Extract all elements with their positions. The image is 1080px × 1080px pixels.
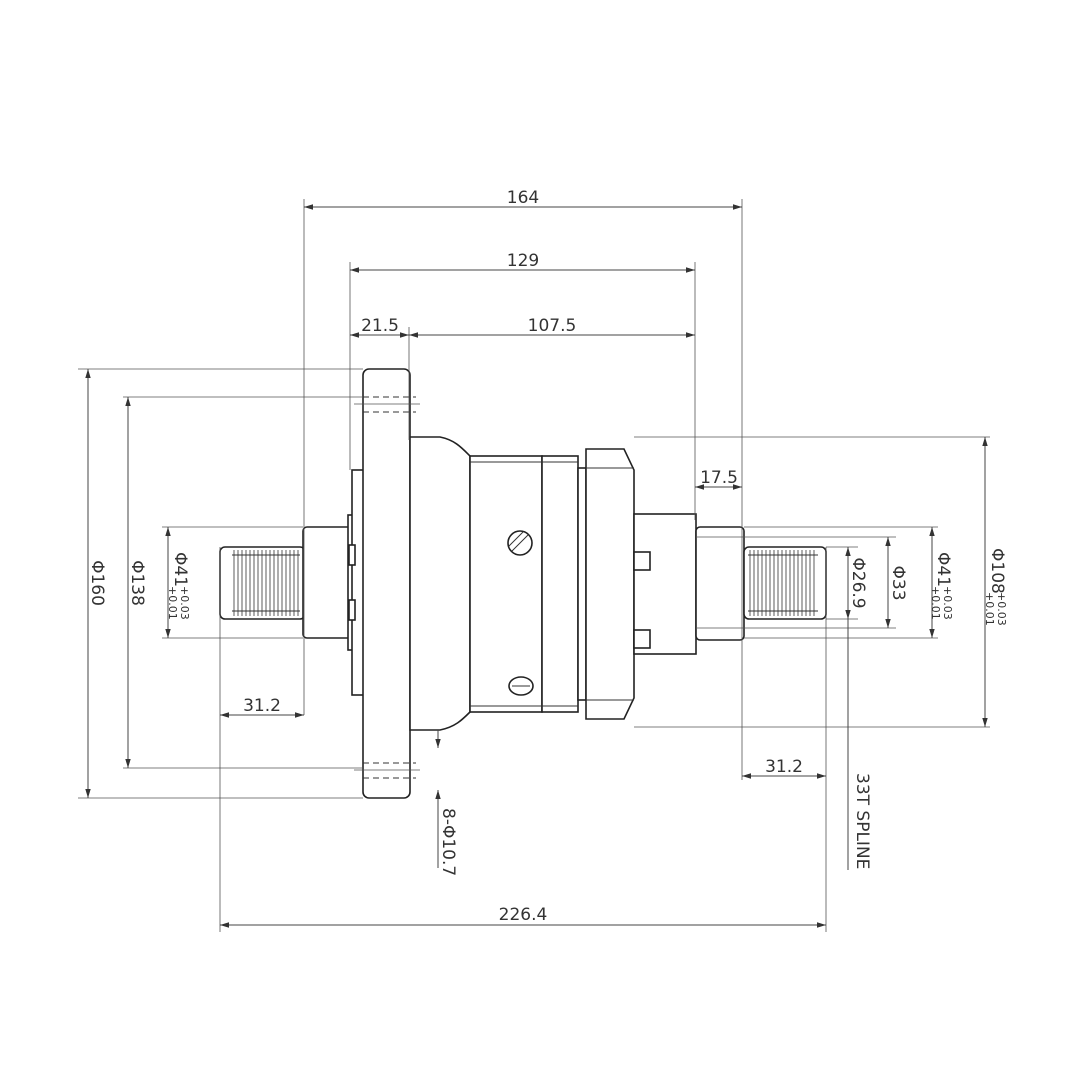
dimension-labels: 164 129 21.5 107.5 17.5 31.2 31.2 226.4 … — [87, 188, 1008, 925]
mounting-flange — [362, 368, 411, 799]
dim-21-5: 21.5 — [361, 316, 399, 336]
dim-phi41-right-group: Φ41 +0.03 +0.01 — [929, 552, 954, 620]
right-journal — [695, 526, 745, 641]
dim-holes: 8-Φ10.7 — [438, 808, 458, 876]
right-spline-teeth — [749, 550, 815, 616]
dim-164: 164 — [507, 188, 539, 208]
dim-phi41-left-tol-lower: +0.01 — [166, 586, 179, 620]
dim-31-2-left: 31.2 — [243, 696, 281, 716]
dim-129: 129 — [507, 251, 539, 271]
spline-note: 33T SPLINE — [852, 773, 872, 869]
dim-226-4: 226.4 — [499, 905, 548, 925]
dim-phi41-right-tol-lower: +0.01 — [929, 586, 942, 620]
dim-17-5: 17.5 — [700, 468, 738, 488]
dimension-lines — [85, 204, 988, 928]
dim-107-5: 107.5 — [528, 316, 577, 336]
differential-body — [219, 368, 827, 799]
housing-body — [469, 455, 543, 713]
set-screw-top — [507, 530, 533, 556]
set-screw-bottom — [508, 676, 534, 696]
dim-phi108: Φ108 — [987, 548, 1007, 594]
dim-phi26-9: Φ26.9 — [848, 557, 868, 608]
dim-phi160: Φ160 — [87, 560, 107, 606]
right-cap — [585, 448, 635, 720]
extension-lines — [78, 199, 990, 932]
dim-phi41-left-tol-upper: +0.03 — [178, 586, 191, 620]
dim-phi41-left: Φ41 — [170, 552, 190, 587]
housing-band — [541, 455, 579, 713]
housing-neck — [409, 436, 471, 731]
left-journal — [302, 526, 354, 639]
dim-phi108-group: Φ108 +0.03 +0.01 — [983, 548, 1008, 626]
dim-31-2-right: 31.2 — [765, 757, 803, 777]
dim-phi41-right: Φ41 — [933, 552, 953, 587]
left-spline-shaft — [219, 546, 306, 620]
dim-phi108-tol-upper: +0.03 — [995, 592, 1008, 626]
dim-phi108-tol-lower: +0.01 — [983, 592, 996, 626]
dim-phi33: Φ33 — [888, 565, 908, 600]
dim-phi41-left-group: Φ41 +0.03 +0.01 — [166, 552, 191, 620]
dim-phi138: Φ138 — [127, 560, 147, 606]
left-spline-teeth — [233, 550, 299, 616]
dim-phi41-right-tol-upper: +0.03 — [941, 586, 954, 620]
